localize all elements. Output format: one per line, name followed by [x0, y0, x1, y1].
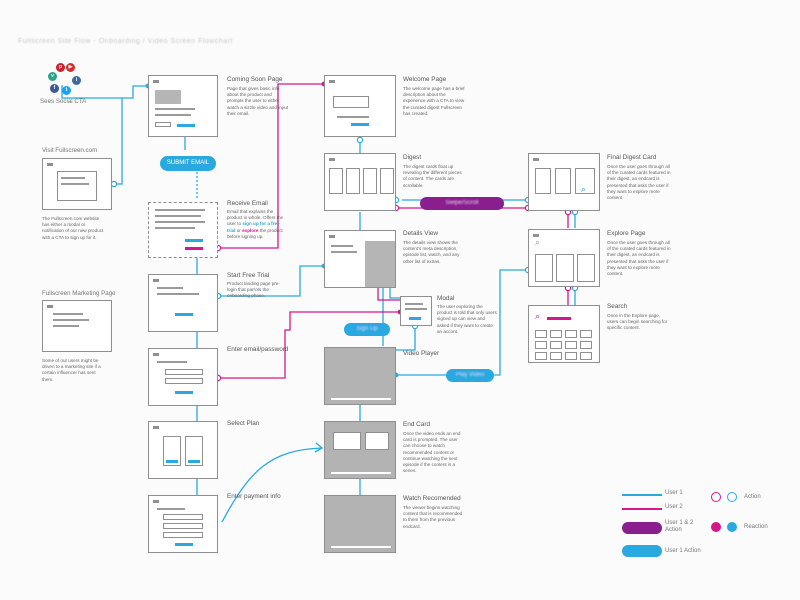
twitter-icon: t — [62, 86, 71, 95]
link-sign-up-free-trial[interactable]: sign up for a free trial — [227, 221, 280, 233]
receive-email-frame — [148, 202, 218, 258]
legend-both-pill — [622, 522, 662, 534]
explore-desc: Once the user goes through all of the cu… — [607, 240, 671, 276]
facebook-icon: f — [50, 84, 59, 93]
youtube-icon: ▶ — [66, 63, 75, 72]
coming-soon-desc: Page that gives basic info about the pro… — [227, 86, 289, 116]
enter-email-frame — [148, 348, 218, 406]
modal-frame — [400, 296, 432, 326]
final-digest-title: Final Digest Card — [607, 154, 657, 161]
watch-recommended-desc: The viewer begins watching content that … — [403, 505, 463, 529]
visit-desc: The Fullscreen.com website has either a … — [42, 216, 104, 240]
search-frame: ⌕ — [528, 305, 600, 363]
sign-up-pill[interactable]: Sign Up — [344, 323, 390, 336]
watch-recommended-frame — [324, 495, 396, 553]
search-desc: Once in the Explore page, users can begi… — [607, 313, 668, 331]
marketing-frame — [42, 300, 112, 352]
end-card-desc: Once the video ends an end card is promp… — [403, 431, 461, 474]
watch-recommended-title: Watch Recomended — [403, 495, 461, 502]
search-title: Search — [607, 303, 628, 310]
free-trial-title: Start Free Trial — [227, 272, 270, 279]
connector-payment-return — [221, 447, 323, 523]
legend-user1-action-pill — [622, 545, 662, 557]
swipe-scroll-pill[interactable]: Swipe/Scroll — [420, 197, 504, 210]
connector-receive-to-welcome — [218, 83, 324, 249]
search-icon: ⌕ — [535, 311, 541, 321]
digest-desc: The digest cards float up revealing the … — [403, 164, 462, 188]
digest-title: Digest — [403, 154, 422, 161]
modal-title: Modal — [437, 295, 455, 302]
select-plan-frame — [148, 421, 218, 479]
legend-action-ring-user2 — [711, 492, 721, 502]
legend-user2-line — [622, 508, 662, 510]
explore-title: Explore Page — [607, 230, 646, 237]
legend-action-ring-user1 — [727, 492, 737, 502]
payment-frame — [148, 495, 218, 553]
legend-action-label: Action — [744, 494, 761, 500]
receive-email-desc: Email that explains the product in whole… — [227, 209, 284, 239]
end-card-frame — [324, 421, 396, 479]
payment-title: Enter payment info — [227, 493, 281, 500]
coming-soon-title: Coming Soon Page — [227, 76, 283, 83]
modal-desc: The user exploring the product is told t… — [437, 304, 497, 334]
legend-reaction-label: Reaction — [744, 524, 768, 530]
marketing-title: Fullscreen Marketing Page — [42, 290, 116, 297]
legend-user2-label: User 2 — [665, 504, 683, 510]
connector-modal-to-video — [396, 328, 416, 351]
instagram-icon: i — [72, 76, 81, 85]
end-card-title: End Card — [403, 421, 430, 428]
link-explore[interactable]: explore — [242, 227, 259, 233]
search-icon: ⌕ — [581, 184, 587, 194]
visit-site-frame — [42, 158, 112, 210]
social-cta-label: Sees Social CTA — [40, 98, 87, 105]
legend-both-label: User 1 & 2 Action — [665, 520, 694, 534]
details-desc: The details view shows the content's met… — [403, 240, 460, 264]
coming-soon-frame — [148, 75, 218, 137]
connector-free-trial-to-digest — [218, 265, 324, 297]
search-icon: ⌕ — [535, 237, 541, 247]
details-title: Details View — [403, 230, 439, 237]
legend-user1-action-label: User 1 Action — [665, 548, 701, 554]
connector-social-to-coming-soon — [61, 85, 148, 99]
visit-title: Visit Fullscreen.com — [42, 147, 98, 154]
final-digest-frame: ⌕ — [528, 153, 600, 211]
legend-user1-line — [622, 494, 662, 496]
connector-visit-to-coming-soon — [112, 98, 123, 185]
connector-email-to-modal — [218, 311, 400, 379]
explore-frame: ⌕ — [528, 229, 600, 287]
final-digest-desc: Once the user goes through all of the cu… — [607, 164, 671, 200]
digest-frame — [324, 153, 396, 211]
submit-email-button[interactable]: SUBMIT EMAIL — [160, 156, 216, 171]
pinterest-icon: p — [56, 63, 65, 72]
welcome-title: Welcome Page — [403, 76, 447, 83]
free-trial-desc: Product landing page pre-login that parr… — [227, 281, 280, 299]
legend-user1-label: User 1 — [665, 490, 683, 496]
select-plan-title: Select Plan — [227, 420, 260, 427]
video-player-frame — [324, 347, 396, 405]
free-trial-frame — [148, 274, 218, 332]
play-video-pill[interactable]: Play Video — [446, 369, 494, 382]
enter-email-title: Enter email/password — [227, 346, 289, 353]
welcome-desc: The welcome page has a brief description… — [403, 86, 465, 116]
welcome-frame — [324, 75, 396, 137]
legend-reaction-dot-user2 — [711, 522, 721, 532]
page-title: Fullscreen Site Flow - Onboarding / Vide… — [18, 38, 233, 45]
legend-reaction-dot-user1 — [727, 522, 737, 532]
vine-icon: v — [48, 72, 57, 81]
marketing-desc: Some of our users might be driven to a m… — [42, 358, 101, 382]
video-player-title: Video Player — [403, 350, 440, 357]
receive-email-title: Receive Email — [227, 200, 268, 207]
details-frame — [324, 230, 396, 288]
